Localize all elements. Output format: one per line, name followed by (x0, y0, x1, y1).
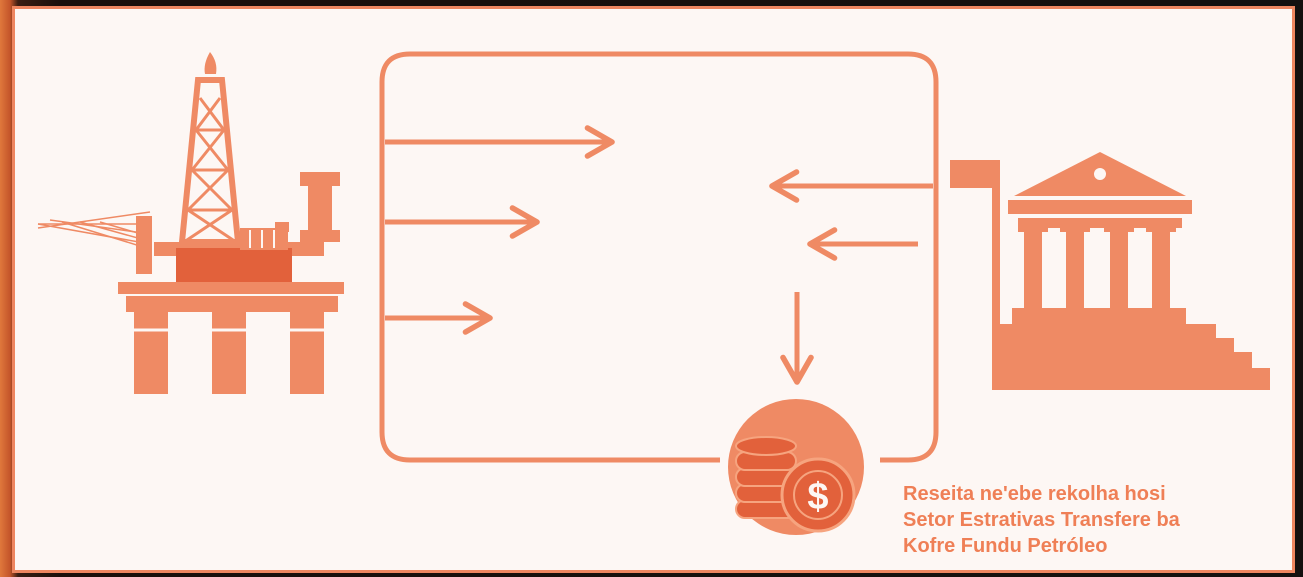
government-building-icon (950, 152, 1270, 390)
caption-line-2: Setor Estrativas Transfere ba (903, 507, 1283, 533)
oil-rig-icon (38, 52, 344, 394)
dollar-symbol: $ (807, 476, 828, 518)
fund-caption: Reseita ne'ebe rekolha hosi Setor Estrat… (903, 481, 1283, 559)
coins-dollar-icon: $ (728, 399, 864, 535)
caption-line-1: Reseita ne'ebe rekolha hosi (903, 481, 1283, 507)
caption-line-3: Kofre Fundu Petróleo (903, 533, 1283, 559)
flow-loop-line (382, 54, 936, 460)
